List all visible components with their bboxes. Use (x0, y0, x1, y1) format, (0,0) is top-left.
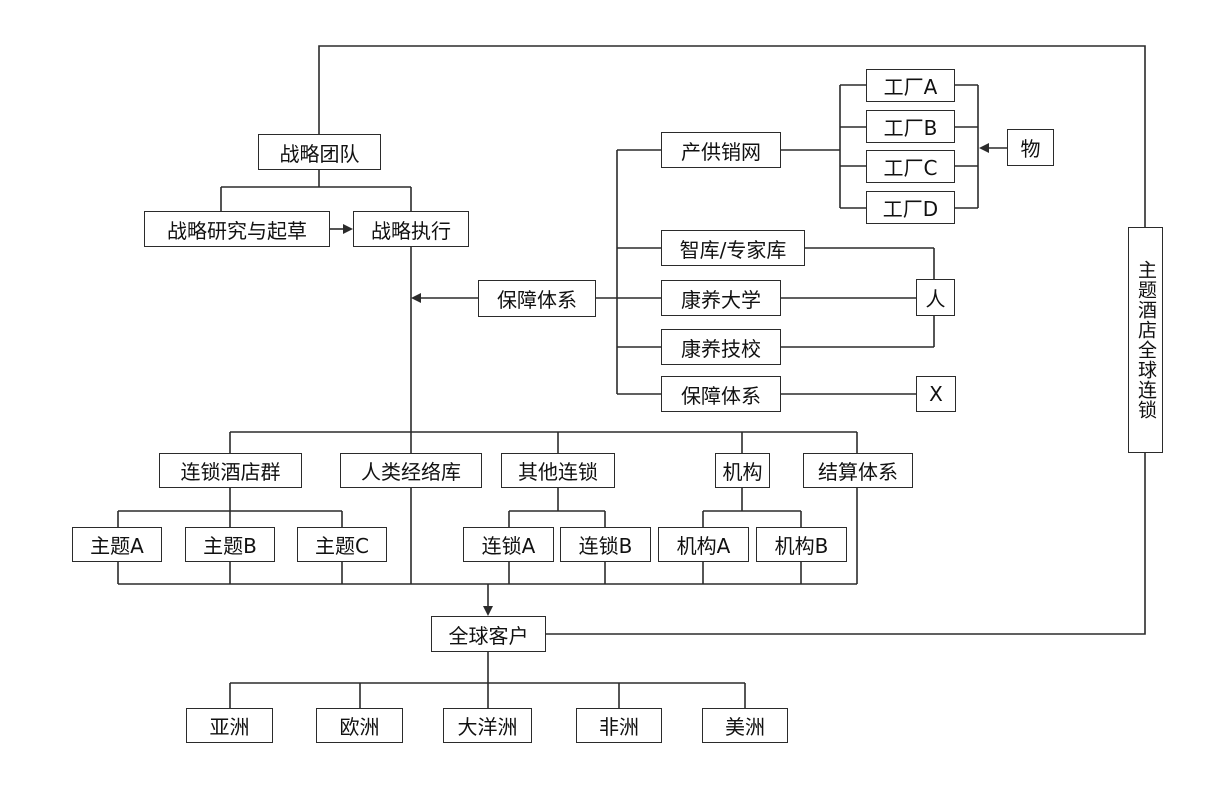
global-customers-node: 全球客户 (431, 616, 546, 652)
factory-c-node: 工厂C (866, 150, 955, 183)
factory-d-node: 工厂D (866, 191, 955, 224)
europe-node: 欧洲 (316, 708, 403, 743)
asia-node: 亚洲 (186, 708, 273, 743)
chain-b-node: 连锁B (560, 527, 651, 562)
strategy-team-node: 战略团队 (258, 134, 381, 170)
x-node: X (916, 376, 956, 412)
strategy-execution-node: 战略执行 (353, 211, 469, 247)
theme-a-node: 主题A (72, 527, 162, 562)
oceania-node: 大洋洲 (443, 708, 532, 743)
strategy-research-node: 战略研究与起草 (144, 211, 330, 247)
connector-top-loop (318, 45, 1146, 227)
human-network-library-node: 人类经络库 (340, 453, 482, 488)
settlement-system-node: 结算体系 (803, 453, 913, 488)
theme-c-node: 主题C (297, 527, 387, 562)
institutions-node: 机构 (715, 453, 770, 488)
support-system-node: 保障体系 (478, 280, 596, 317)
people-node: 人 (916, 279, 955, 316)
hotel-chain-group-node: 连锁酒店群 (159, 453, 302, 488)
chain-a-node: 连锁A (463, 527, 554, 562)
other-chains-node: 其他连锁 (501, 453, 615, 488)
africa-node: 非洲 (576, 708, 662, 743)
supply-network-node: 产供销网 (661, 132, 781, 168)
goods-node: 物 (1007, 129, 1054, 166)
think-tank-node: 智库/专家库 (661, 230, 805, 266)
connector-right-loop (546, 453, 1146, 635)
arrow-head (979, 143, 989, 153)
institution-a-node: 机构A (658, 527, 749, 562)
arrow-head (411, 293, 421, 303)
factory-b-node: 工厂B (866, 110, 955, 143)
factory-a-node: 工厂A (866, 69, 955, 102)
arrow-head (483, 606, 493, 616)
wellness-technical-school-node: 康养技校 (661, 329, 781, 365)
support-system-sub-node: 保障体系 (661, 376, 781, 412)
americas-node: 美洲 (702, 708, 788, 743)
institution-b-node: 机构B (756, 527, 847, 562)
themed-hotel-global-chain-node: 主题酒店全球连锁 (1128, 227, 1163, 453)
theme-b-node: 主题B (185, 527, 275, 562)
wellness-university-node: 康养大学 (661, 280, 781, 316)
arrow-head (343, 224, 353, 234)
